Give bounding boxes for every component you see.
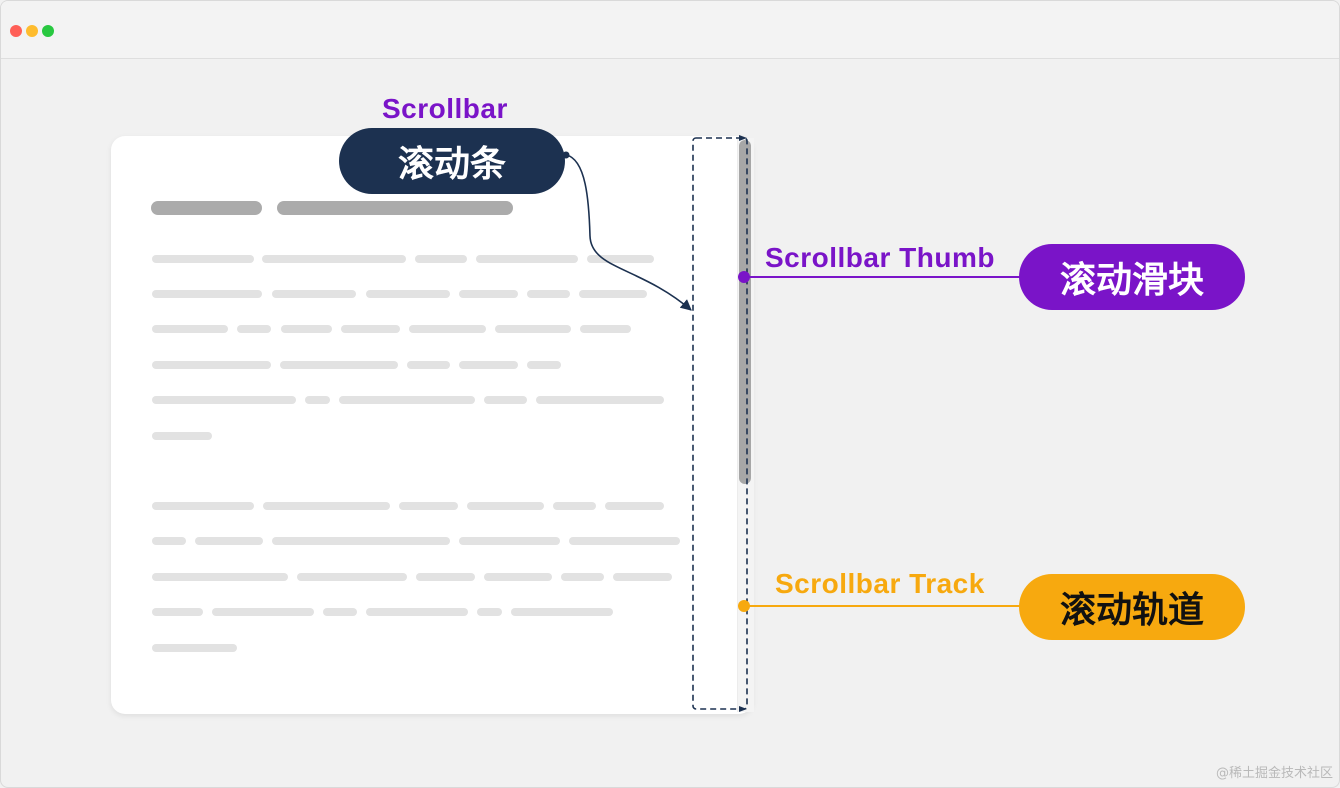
scrollbar-thumb[interactable] <box>739 140 751 484</box>
text-placeholder <box>459 290 518 298</box>
heading-placeholder <box>151 201 262 215</box>
text-placeholder <box>467 502 544 510</box>
text-placeholder <box>297 573 407 581</box>
text-placeholder <box>152 502 254 510</box>
scrollbar-connector-arrow <box>565 154 692 311</box>
text-placeholder <box>212 608 314 616</box>
text-placeholder <box>527 290 570 298</box>
text-placeholder <box>580 325 631 333</box>
text-placeholder <box>366 608 468 616</box>
text-placeholder <box>605 502 664 510</box>
text-placeholder <box>415 255 467 263</box>
text-placeholder <box>613 573 672 581</box>
close-window-button[interactable] <box>10 25 22 37</box>
text-placeholder <box>152 325 228 333</box>
text-placeholder <box>484 573 552 581</box>
text-placeholder <box>536 396 664 404</box>
thumb-label-en: Scrollbar Thumb <box>765 242 995 273</box>
track-label-en: Scrollbar Track <box>775 568 985 599</box>
title-bar <box>1 1 1339 59</box>
text-placeholder <box>484 396 527 404</box>
text-placeholder <box>459 361 518 369</box>
text-placeholder <box>476 255 578 263</box>
scrollbar-bracket <box>692 137 748 710</box>
text-placeholder <box>399 502 458 510</box>
text-placeholder <box>272 290 356 298</box>
thumb-label-zh: 滚动滑块 <box>1019 244 1245 310</box>
text-placeholder <box>152 432 212 440</box>
text-placeholder <box>152 290 262 298</box>
text-placeholder <box>323 608 357 616</box>
text-placeholder <box>416 573 475 581</box>
text-placeholder <box>263 502 390 510</box>
text-placeholder <box>237 325 271 333</box>
text-placeholder <box>495 325 571 333</box>
text-placeholder <box>587 255 654 263</box>
minimize-window-button[interactable] <box>26 25 38 37</box>
text-placeholder <box>459 537 560 545</box>
heading-placeholder <box>277 201 513 215</box>
text-placeholder <box>152 537 186 545</box>
text-placeholder <box>152 644 237 652</box>
text-placeholder <box>366 290 450 298</box>
text-placeholder <box>477 608 502 616</box>
text-placeholder <box>407 361 450 369</box>
text-placeholder <box>527 361 561 369</box>
text-placeholder <box>281 325 332 333</box>
text-placeholder <box>339 396 475 404</box>
text-placeholder <box>152 361 271 369</box>
maximize-window-button[interactable] <box>42 25 54 37</box>
text-placeholder <box>409 325 486 333</box>
track-label-zh: 滚动轨道 <box>1019 574 1245 640</box>
text-placeholder <box>152 255 254 263</box>
text-placeholder <box>262 255 406 263</box>
text-placeholder <box>511 608 613 616</box>
scrollbar-label-en: Scrollbar <box>382 93 508 124</box>
text-placeholder <box>272 537 450 545</box>
text-placeholder <box>569 537 680 545</box>
text-placeholder <box>341 325 400 333</box>
text-placeholder <box>280 361 398 369</box>
text-placeholder <box>579 290 647 298</box>
text-placeholder <box>561 573 604 581</box>
text-placeholder <box>152 573 288 581</box>
text-placeholder <box>152 608 203 616</box>
bracket-bottom-arrow <box>739 706 747 712</box>
text-placeholder <box>553 502 596 510</box>
bracket-top-arrow <box>739 135 747 141</box>
scrollbar-label-zh: 滚动条 <box>339 128 565 194</box>
text-placeholder <box>195 537 263 545</box>
text-placeholder <box>305 396 330 404</box>
watermark: @稀土掘金技术社区 <box>1215 766 1333 781</box>
text-placeholder <box>152 396 296 404</box>
content-card <box>111 136 753 714</box>
